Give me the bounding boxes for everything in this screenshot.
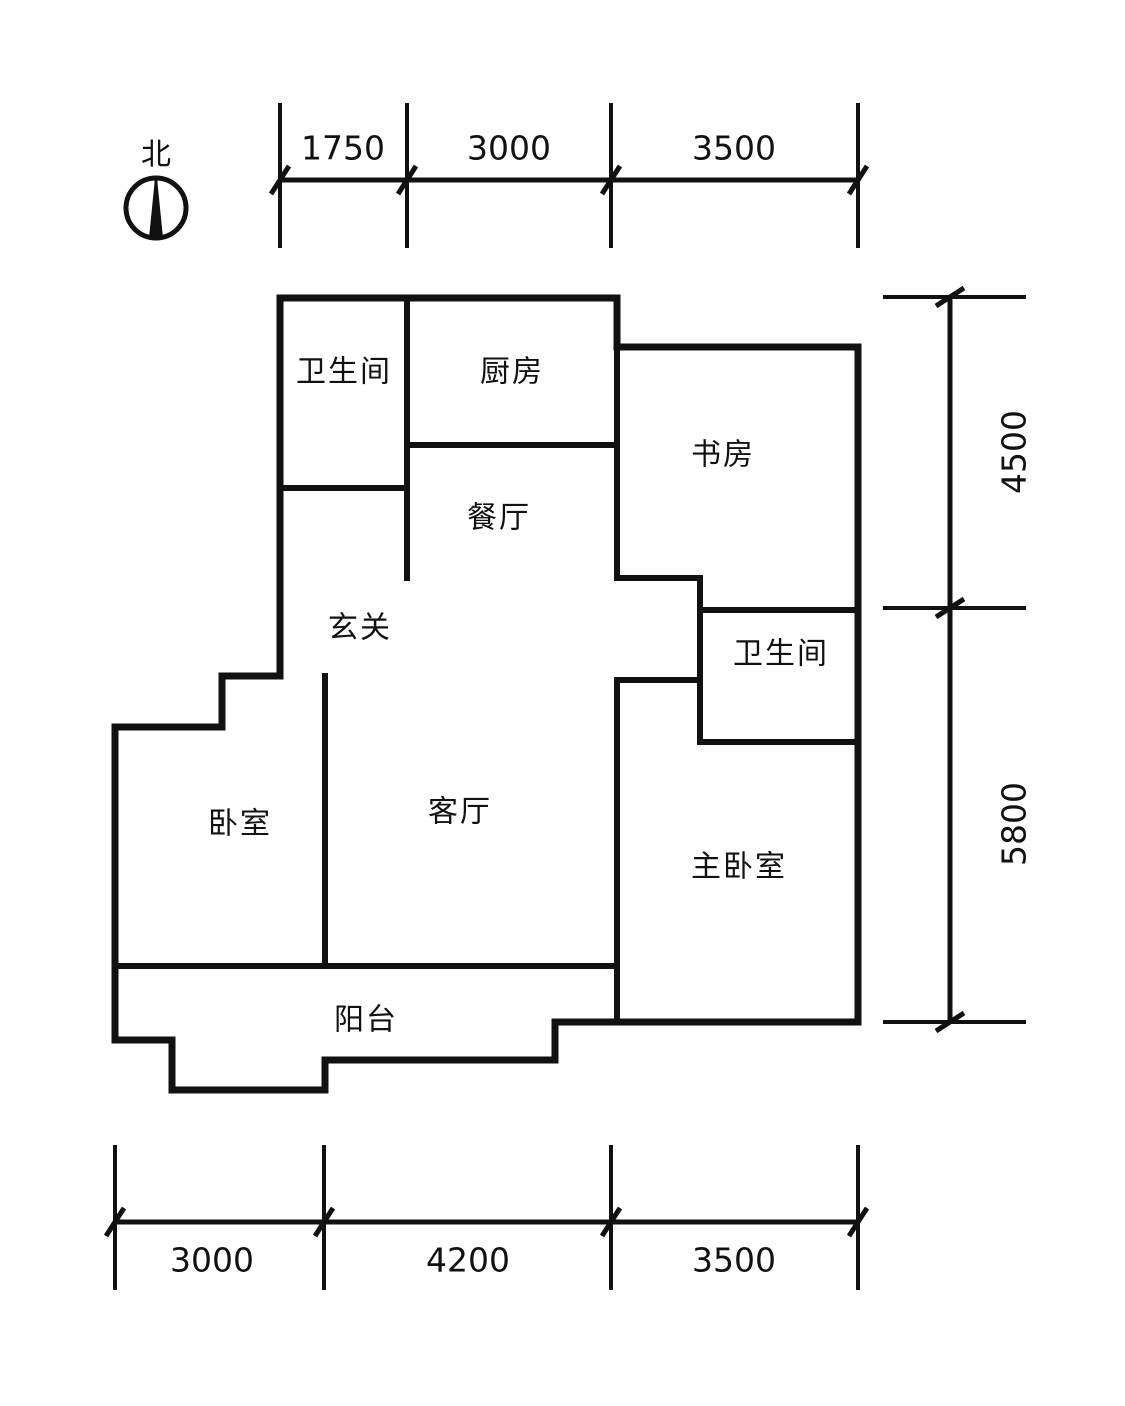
dimension-top: 1750 3000 3500 [268,103,870,248]
dim-tick [312,1206,336,1238]
room-label-study: 书房 [691,438,755,473]
dim-tick [395,164,419,196]
dim-label-bottom-1: 3000 [170,1241,254,1280]
dim-tick [934,596,966,620]
room-label-bathroom-north: 卫生间 [296,355,392,390]
dimension-right: 4500 5800 [883,285,1034,1034]
room-label-bathroom-master: 卫生间 [733,637,829,672]
interior-walls [112,295,861,1025]
dim-label-bottom-3: 3500 [692,1241,776,1280]
wall-study-bottom [614,575,861,613]
dim-tick [846,164,870,196]
north-indicator: 北 [123,138,189,241]
dim-label-right-2: 5800 [995,782,1034,866]
dim-tick [599,164,623,196]
room-label-bedroom: 卧室 [208,807,272,842]
room-label-balcony: 阳台 [334,1003,398,1038]
north-label: 北 [141,138,171,173]
dim-label-right-1: 4500 [995,410,1034,494]
dim-tick [846,1206,870,1238]
room-labels: 卫生间 厨房 书房 餐厅 玄关 卫生间 卧室 客厅 主卧室 阳台 [208,355,829,1038]
dim-tick [103,1206,127,1238]
room-label-master-bedroom: 主卧室 [691,850,787,885]
dim-label-top-1: 1750 [301,129,385,168]
room-label-kitchen: 厨房 [480,355,544,390]
dim-tick [599,1206,623,1238]
dim-label-bottom-2: 4200 [426,1241,510,1280]
dim-tick [268,164,292,196]
dim-tick [934,285,966,309]
dim-label-top-3: 3500 [692,129,776,168]
room-label-dining: 餐厅 [467,501,531,536]
dim-label-top-2: 3000 [467,129,551,168]
room-label-living: 客厅 [428,795,492,830]
dim-tick [934,1010,966,1034]
dimension-bottom: 3000 4200 3500 [103,1145,870,1290]
building-outline [111,294,862,1094]
wall-master-bedroom-left [614,677,703,1025]
room-label-entrance: 玄关 [328,611,392,646]
